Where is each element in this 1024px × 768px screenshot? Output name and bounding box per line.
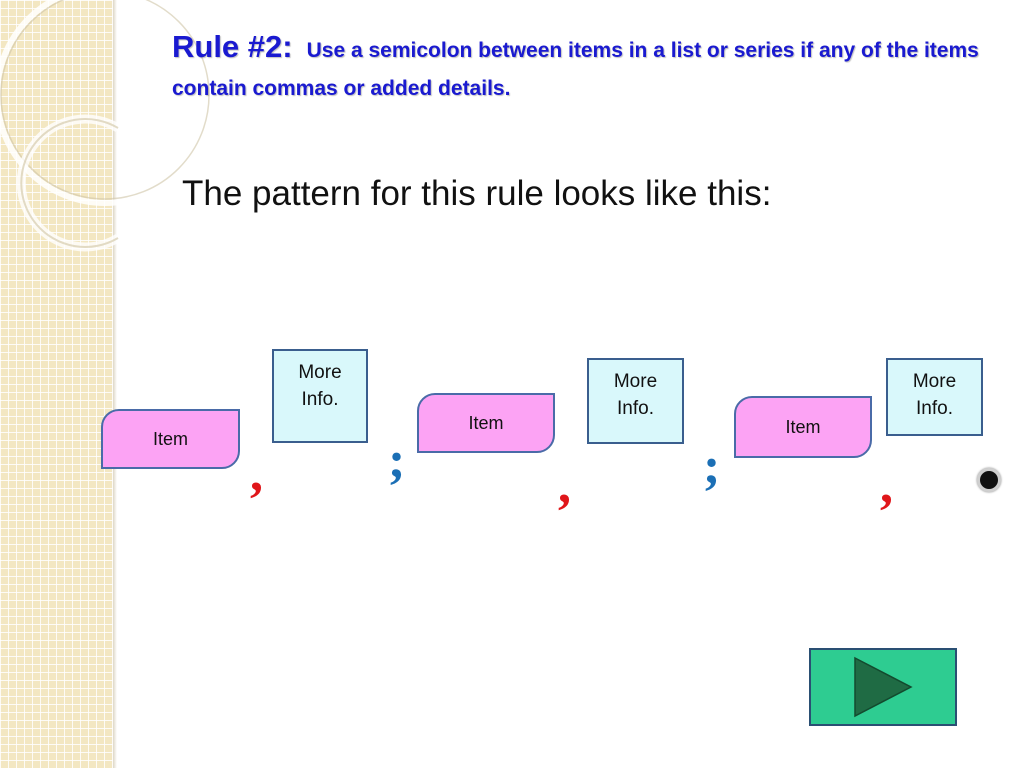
item-label: Item bbox=[468, 412, 504, 433]
strip-shadow bbox=[113, 0, 117, 768]
slide-subtitle: The pattern for this rule looks like thi… bbox=[182, 174, 772, 213]
slide-title: Rule #2:Use a semicolon between items in… bbox=[172, 28, 992, 108]
period-mark bbox=[977, 468, 1001, 492]
comma-mark-3: , bbox=[880, 457, 893, 514]
info-line: More bbox=[613, 371, 658, 392]
pattern-item-2: Item bbox=[417, 393, 555, 453]
next-slide-button[interactable] bbox=[809, 648, 957, 726]
play-triangle-icon bbox=[854, 656, 913, 718]
decorative-rings bbox=[0, 0, 216, 252]
semicolon-mark-2: ; bbox=[703, 438, 721, 495]
info-line: More bbox=[912, 371, 957, 392]
more-info-box-1: More Info. bbox=[272, 349, 368, 443]
info-line: Info. bbox=[916, 398, 953, 419]
more-info-box-3: More Info. bbox=[886, 358, 983, 436]
more-info-box-2: More Info. bbox=[587, 358, 684, 444]
info-line: More bbox=[298, 362, 342, 383]
pattern-item-1: Item bbox=[101, 409, 240, 469]
comma-mark-2: , bbox=[558, 457, 571, 514]
info-line: Info. bbox=[301, 389, 339, 410]
pattern-item-3: Item bbox=[734, 396, 872, 458]
comma-mark-1: , bbox=[250, 445, 263, 502]
item-label: Item bbox=[785, 416, 821, 437]
rule-text: Use a semicolon between items in a list … bbox=[172, 39, 979, 100]
info-line: Info. bbox=[617, 398, 654, 419]
rule-label: Rule #2: bbox=[172, 29, 293, 64]
item-label: Item bbox=[152, 428, 188, 449]
semicolon-mark-1: ; bbox=[388, 432, 406, 489]
